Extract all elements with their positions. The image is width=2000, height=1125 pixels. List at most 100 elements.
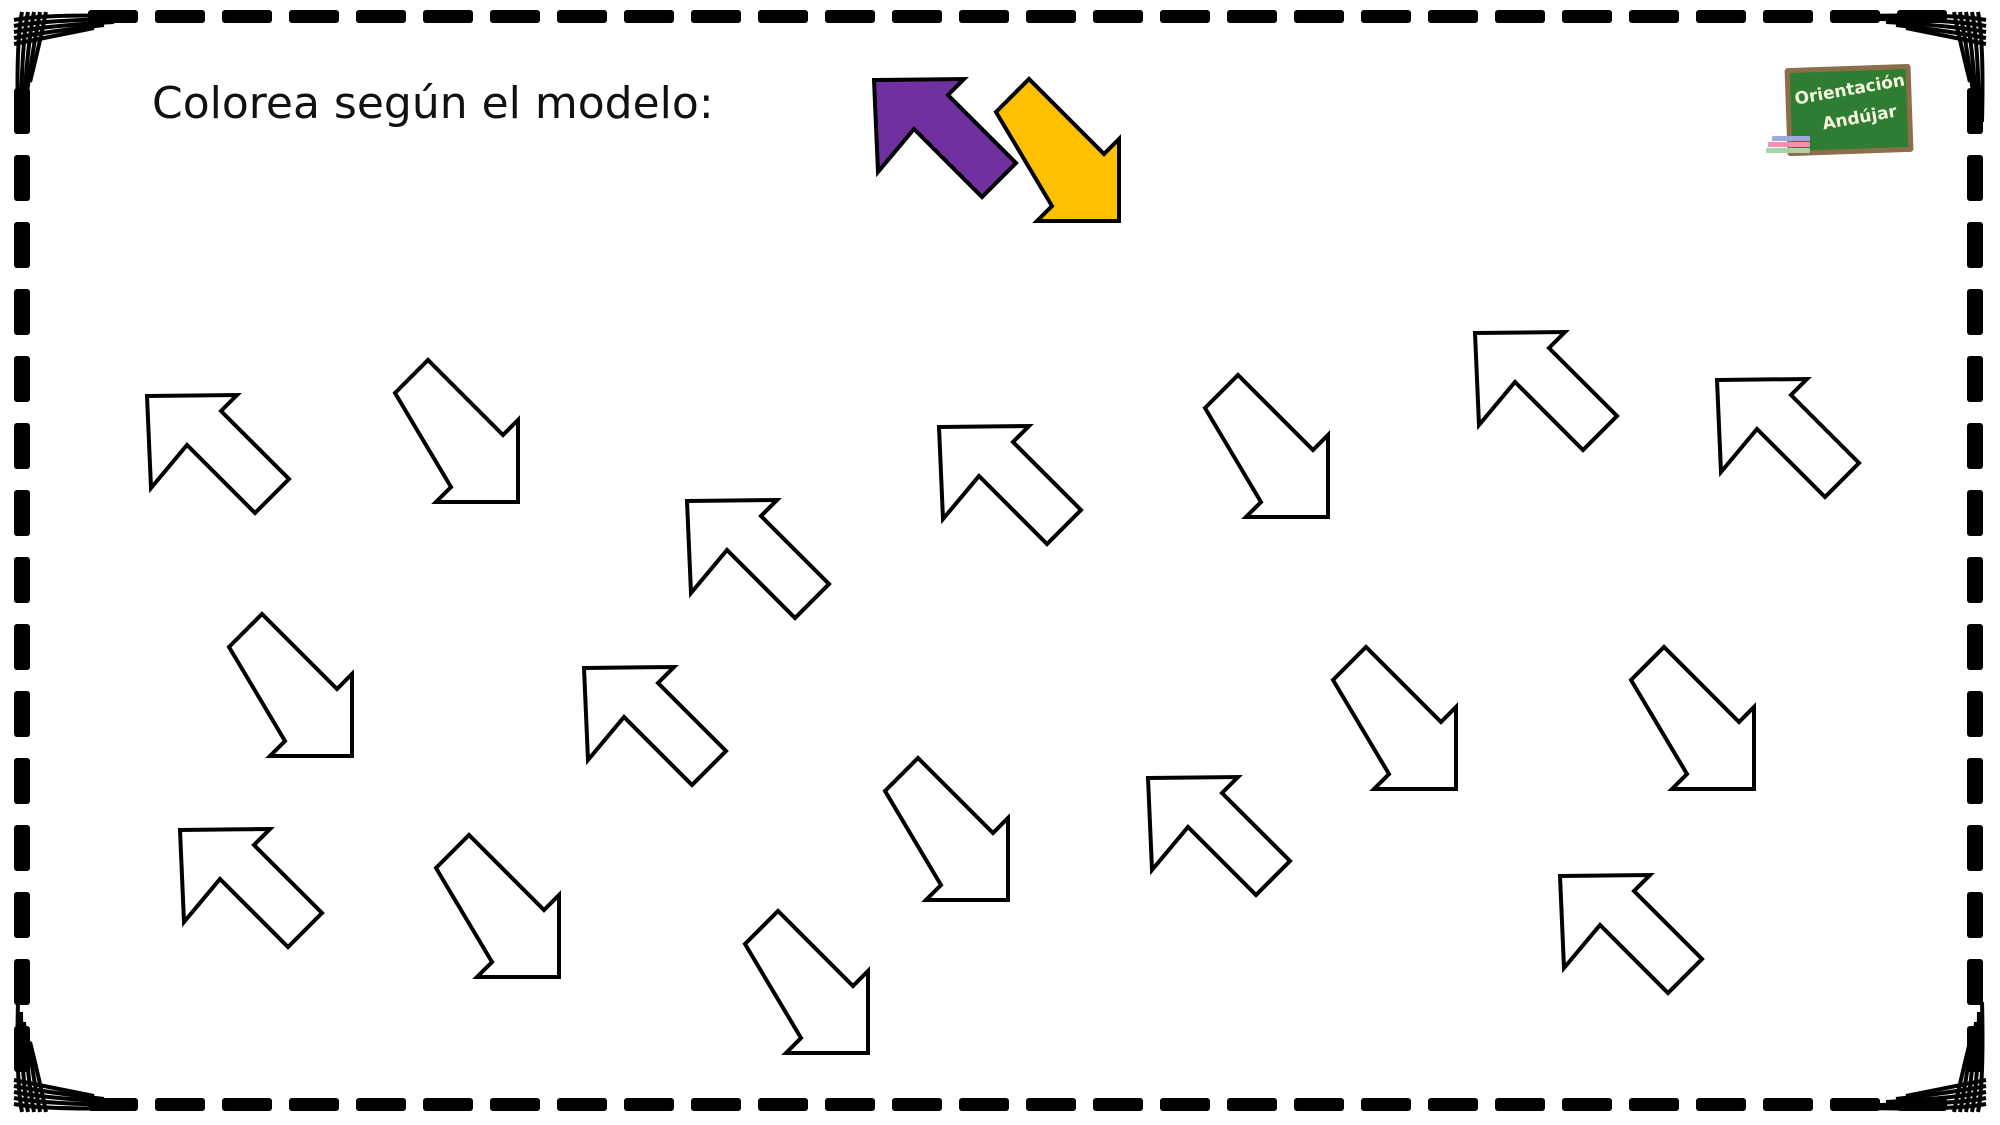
arrow-down-right-icon[interactable] <box>742 908 870 1055</box>
model-arrow-down-right-icon[interactable] <box>993 76 1121 223</box>
border-dash-right <box>1967 892 1983 938</box>
border-dash-top <box>222 10 272 23</box>
arrow-up-left-icon[interactable] <box>684 497 832 621</box>
model-arrow-up-left-icon[interactable] <box>871 76 1019 200</box>
border-corner <box>13 11 135 123</box>
border-dash-left <box>14 222 30 268</box>
border-dash-bottom <box>557 1098 607 1111</box>
border-dash-bottom <box>222 1098 272 1111</box>
arrow-up-left-icon[interactable] <box>1557 872 1705 996</box>
border-dash-bottom <box>289 1098 339 1111</box>
border-dash-bottom <box>1227 1098 1277 1111</box>
arrow-down-right-icon[interactable] <box>882 755 1010 902</box>
border-dash-bottom <box>691 1098 741 1111</box>
arrow-down-right-icon[interactable] <box>226 611 354 758</box>
border-dash-left <box>14 289 30 335</box>
arrow-down-right-icon[interactable] <box>1628 644 1756 791</box>
border-dash-top <box>1562 10 1612 23</box>
border-dash-top <box>1495 10 1545 23</box>
border-dash-left <box>14 624 30 670</box>
border-dash-bottom <box>1629 1098 1679 1111</box>
border-dash-top <box>1361 10 1411 23</box>
border-dash-bottom <box>1763 1098 1813 1111</box>
border-dash-top <box>289 10 339 23</box>
border-dash-right <box>1967 624 1983 670</box>
border-dash-top <box>691 10 741 23</box>
border-dash-top <box>1294 10 1344 23</box>
border-corner <box>1865 11 1987 123</box>
border-dash-bottom <box>1562 1098 1612 1111</box>
border-dash-right <box>1967 222 1983 268</box>
border-dash-top <box>356 10 406 23</box>
border-dash-top <box>490 10 540 23</box>
border-dash-bottom <box>1696 1098 1746 1111</box>
border-dash-right <box>1967 557 1983 603</box>
border-dash-top <box>624 10 674 23</box>
border-dash-left <box>14 959 30 1005</box>
border-dash-left <box>14 423 30 469</box>
border-dash-right <box>1967 959 1983 1005</box>
arrow-up-left-icon[interactable] <box>1145 774 1293 898</box>
books-icon <box>1766 136 1812 158</box>
border-dash-right <box>1967 155 1983 201</box>
border-dash-left <box>14 490 30 536</box>
border-dash-right <box>1967 356 1983 402</box>
arrow-up-left-icon[interactable] <box>1472 329 1620 453</box>
border-dash-bottom <box>892 1098 942 1111</box>
border-dash-bottom <box>423 1098 473 1111</box>
border-dash-top <box>825 10 875 23</box>
border-dash-left <box>14 356 30 402</box>
arrow-up-left-icon[interactable] <box>1714 376 1862 500</box>
border-dash-top <box>892 10 942 23</box>
border-dash-bottom <box>624 1098 674 1111</box>
border-dash-bottom <box>1093 1098 1143 1111</box>
border-dash-left <box>14 557 30 603</box>
arrow-down-right-icon[interactable] <box>1330 644 1458 791</box>
border-corner <box>1865 1001 1987 1113</box>
border-dash-top <box>1093 10 1143 23</box>
arrow-up-left-icon[interactable] <box>177 826 325 950</box>
border-dash-bottom <box>758 1098 808 1111</box>
border-dash-bottom <box>1294 1098 1344 1111</box>
border-dash-bottom <box>825 1098 875 1111</box>
border-dash-top <box>1696 10 1746 23</box>
border-dash-bottom <box>1428 1098 1478 1111</box>
border-dash-bottom <box>490 1098 540 1111</box>
border-dash-right <box>1967 825 1983 871</box>
border-dash-top <box>423 10 473 23</box>
border-dash-left <box>14 691 30 737</box>
arrow-up-left-icon[interactable] <box>144 392 292 516</box>
border-dash-top <box>1629 10 1679 23</box>
border-dash-top <box>1830 10 1880 23</box>
orientacion-andujar-logo: Orientación Andújar <box>1766 62 1918 160</box>
arrow-down-right-icon[interactable] <box>433 832 561 979</box>
border-dash-right <box>1967 490 1983 536</box>
arrow-down-right-icon[interactable] <box>392 357 520 504</box>
instruction-text: Colorea según el modelo: <box>152 78 714 129</box>
border-dash-right <box>1967 758 1983 804</box>
border-dash-bottom <box>1361 1098 1411 1111</box>
border-dash-left <box>14 825 30 871</box>
arrow-up-left-icon[interactable] <box>936 423 1084 547</box>
border-dash-right <box>1967 423 1983 469</box>
border-dash-left <box>14 758 30 804</box>
border-dash-top <box>959 10 1009 23</box>
arrow-down-right-icon[interactable] <box>1202 372 1330 519</box>
border-dash-bottom <box>959 1098 1009 1111</box>
border-dash-bottom <box>1160 1098 1210 1111</box>
border-dash-bottom <box>1495 1098 1545 1111</box>
arrow-up-left-icon[interactable] <box>581 664 729 788</box>
border-dash-bottom <box>356 1098 406 1111</box>
border-dash-top <box>758 10 808 23</box>
border-dash-bottom <box>1026 1098 1076 1111</box>
border-dash-right <box>1967 289 1983 335</box>
border-corner <box>13 1001 135 1113</box>
border-dash-bottom <box>155 1098 205 1111</box>
border-dash-top <box>1428 10 1478 23</box>
border-dash-left <box>14 892 30 938</box>
border-dash-left <box>14 155 30 201</box>
border-dash-top <box>557 10 607 23</box>
